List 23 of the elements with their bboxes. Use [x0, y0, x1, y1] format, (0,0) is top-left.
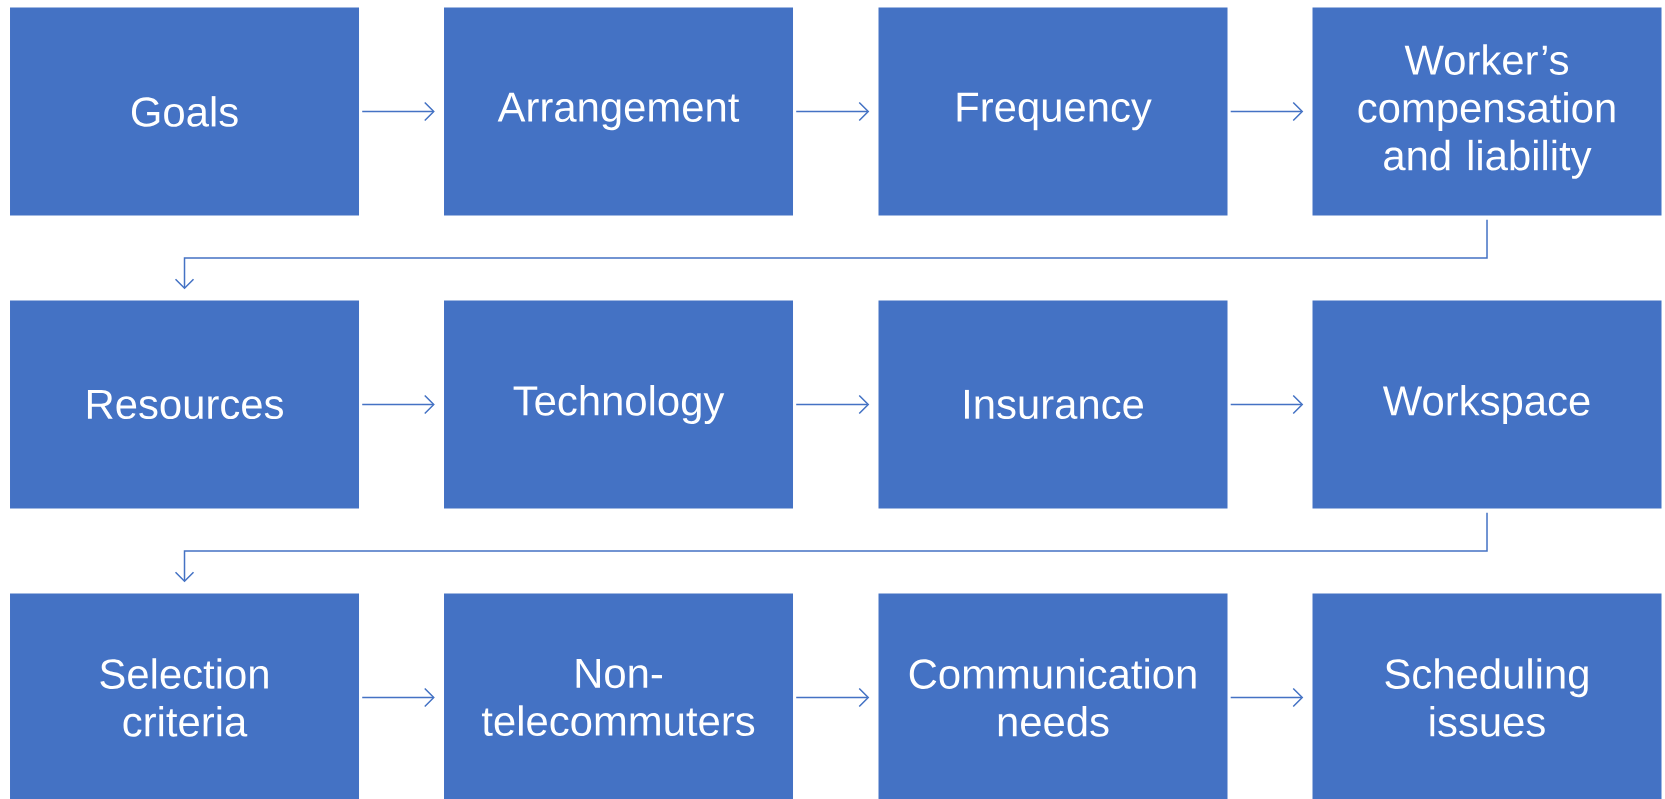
arrow — [795, 687, 870, 708]
process-box: Technology — [444, 300, 793, 509]
arrow — [1229, 101, 1304, 122]
arrow — [1229, 687, 1304, 708]
process-box: Insurance — [878, 300, 1228, 509]
arrow — [361, 394, 435, 415]
arrow — [795, 394, 870, 415]
process-box: Arrangement — [444, 7, 793, 216]
process-box: Goals — [10, 7, 359, 216]
process-box: Resources — [10, 300, 359, 509]
process-box: Communication needs — [878, 593, 1228, 799]
arrow — [174, 218, 1488, 290]
process-box: Selection criteria — [10, 593, 359, 799]
process-box: Workspace — [1312, 300, 1662, 509]
arrow — [361, 687, 435, 708]
arrow — [174, 511, 1488, 583]
process-box: Non-telecommuters — [444, 593, 793, 799]
process-box: Worker’s compensation and liability — [1312, 7, 1662, 216]
process-box: Frequency — [878, 7, 1228, 216]
arrow — [361, 101, 435, 122]
arrow — [1229, 394, 1304, 415]
process-box: Scheduling issues — [1312, 593, 1662, 799]
arrow — [795, 101, 870, 122]
